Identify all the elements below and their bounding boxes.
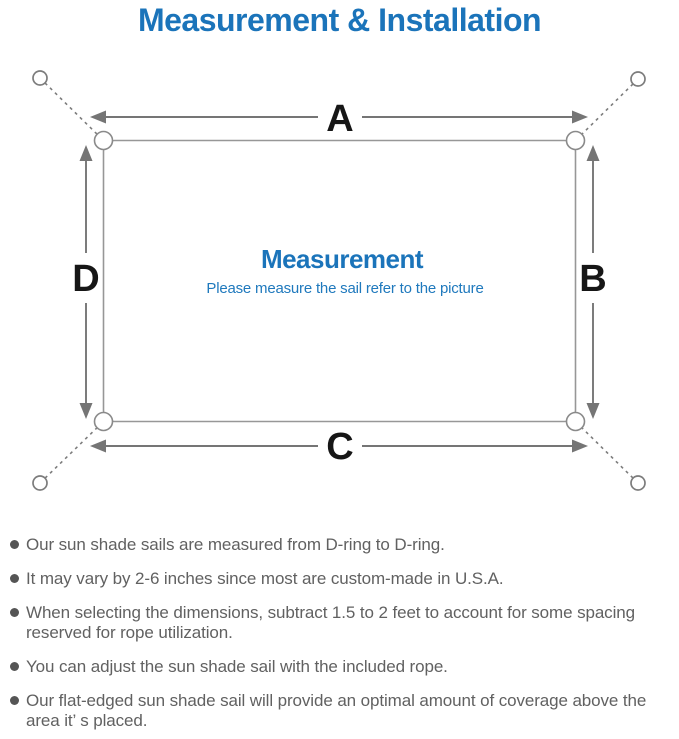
arrowhead-up-icon bbox=[79, 145, 93, 161]
dim-arrow-right bbox=[586, 145, 600, 419]
d-rings bbox=[93, 130, 586, 432]
note-text: You can adjust the sun shade sail with t… bbox=[26, 657, 448, 676]
arrowhead-down-icon bbox=[79, 403, 93, 419]
measurement-diagram: A B C D Measurement Please measure the s… bbox=[32, 70, 646, 491]
d-ring-icon-top-left bbox=[93, 130, 114, 151]
list-item: Our sun shade sails are measured from D-… bbox=[0, 535, 669, 555]
tether-line-top-right bbox=[575, 78, 639, 141]
sail-outline bbox=[102, 139, 577, 423]
d-ring-icon-top-right bbox=[565, 130, 586, 151]
notes-list: Our sun shade sails are measured from D-… bbox=[0, 535, 669, 731]
anchor-points bbox=[32, 70, 646, 491]
bullet-icon bbox=[10, 662, 19, 671]
arrowhead-down-icon bbox=[586, 403, 600, 419]
anchor-point-icon-bottom-right bbox=[630, 475, 646, 491]
arrowhead-left-icon bbox=[90, 439, 106, 453]
list-item: You can adjust the sun shade sail with t… bbox=[0, 657, 669, 677]
bullet-icon bbox=[10, 608, 19, 617]
tether-lines bbox=[39, 77, 639, 484]
note-text: Our flat-edged sun shade sail will provi… bbox=[26, 691, 647, 730]
dim-label-b: B bbox=[579, 258, 606, 300]
list-item: It may vary by 2-6 inches since most are… bbox=[0, 569, 669, 589]
arrowhead-right-icon bbox=[572, 439, 588, 453]
note-text: Our sun shade sails are measured from D-… bbox=[26, 535, 445, 554]
bullet-icon bbox=[10, 540, 19, 549]
dim-label-d: D bbox=[72, 258, 99, 300]
center-heading: Measurement bbox=[261, 244, 424, 274]
list-item: When selecting the dimensions, subtract … bbox=[0, 603, 669, 643]
tether-line-bottom-left bbox=[39, 421, 104, 484]
d-ring-icon-bottom-right bbox=[565, 411, 586, 432]
tether-line-top-left bbox=[39, 77, 104, 141]
d-ring-icon-bottom-left bbox=[93, 411, 114, 432]
dim-arrow-bottom bbox=[90, 439, 588, 453]
anchor-point-icon-top-left bbox=[32, 70, 48, 86]
list-item: Our flat-edged sun shade sail will provi… bbox=[0, 691, 669, 731]
dim-arrow-left bbox=[79, 145, 93, 419]
bullet-icon bbox=[10, 696, 19, 705]
anchor-point-icon-bottom-left bbox=[32, 475, 48, 491]
arrowhead-up-icon bbox=[586, 145, 600, 161]
tether-line-bottom-right bbox=[575, 421, 639, 484]
page-title: Measurement & Installation bbox=[137, 2, 542, 38]
note-text: When selecting the dimensions, subtract … bbox=[26, 603, 635, 642]
anchor-point-icon-top-right bbox=[630, 71, 646, 87]
arrowhead-left-icon bbox=[90, 110, 106, 124]
dim-arrow-top bbox=[90, 110, 588, 124]
arrowhead-right-icon bbox=[572, 110, 588, 124]
note-text: It may vary by 2-6 inches since most are… bbox=[26, 569, 504, 588]
dim-label-a: A bbox=[326, 98, 353, 140]
bullet-icon bbox=[10, 574, 19, 583]
center-caption: Please measure the sail refer to the pic… bbox=[206, 280, 483, 297]
dim-label-c: C bbox=[326, 426, 353, 468]
